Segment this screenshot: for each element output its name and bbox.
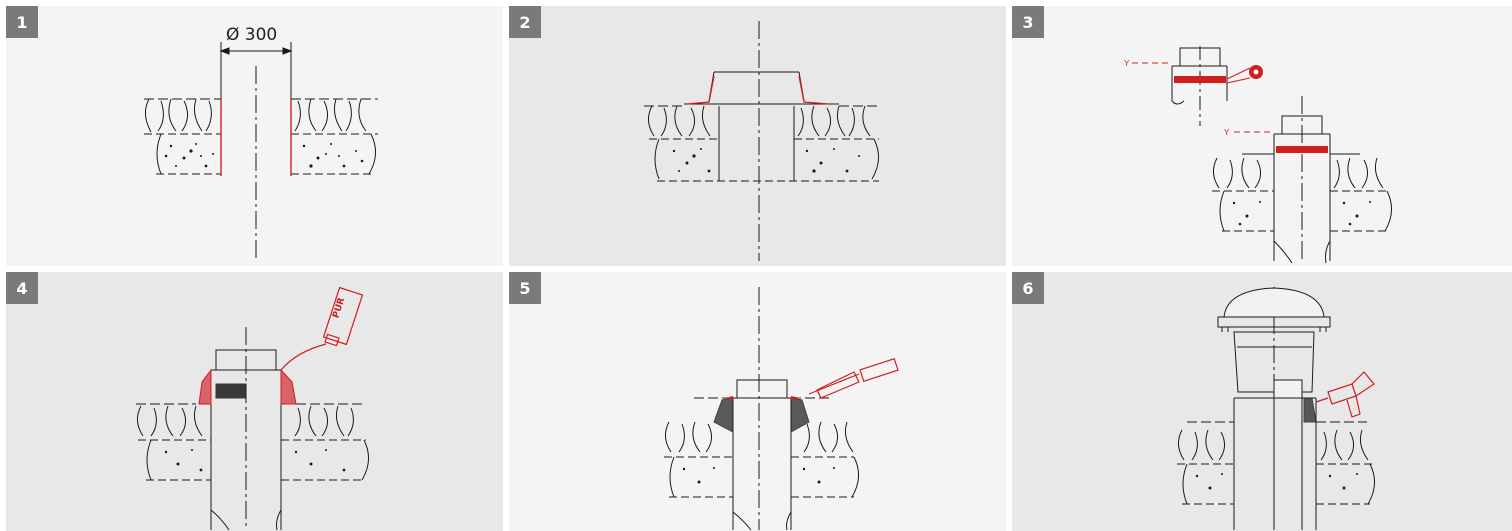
step-4-panel: PUR 4 xyxy=(6,272,503,531)
step-6-drawing xyxy=(1177,287,1375,530)
y-marker-lower: Y xyxy=(1224,128,1230,137)
step-badge: 6 xyxy=(1012,272,1044,304)
step-badge: 2 xyxy=(509,6,541,38)
diameter-annotation: Ø 300 xyxy=(226,25,277,45)
step-1-drawing: Ø 300 xyxy=(144,25,378,261)
step-5-panel: 5 xyxy=(509,272,1006,531)
step-6-panel: 6 xyxy=(1012,272,1512,531)
step-badge: 3 xyxy=(1012,6,1044,38)
step-badge: 4 xyxy=(6,272,38,304)
step-4-drawing: PUR xyxy=(136,286,369,531)
step-3-drawing: Y Y xyxy=(1124,46,1392,264)
step-badge: 5 xyxy=(509,272,541,304)
pur-can-label: PUR xyxy=(331,297,347,320)
step-2-panel: 2 xyxy=(509,6,1006,266)
step-1-panel: Ø 300 1 xyxy=(6,6,503,266)
step-3-panel: Y Y 3 xyxy=(1012,6,1512,266)
step-2-drawing xyxy=(644,21,881,261)
step-5-drawing xyxy=(664,287,899,531)
step-badge: 1 xyxy=(6,6,38,38)
y-marker-upper: Y xyxy=(1124,59,1130,68)
